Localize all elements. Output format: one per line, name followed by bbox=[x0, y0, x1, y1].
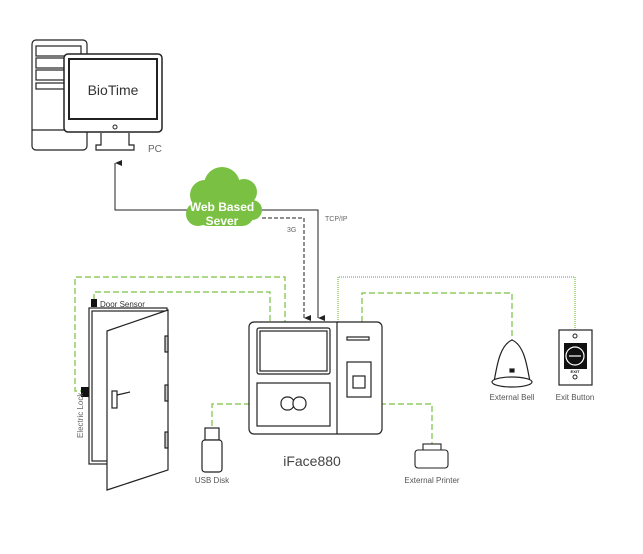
exit-button-icon bbox=[558, 329, 593, 386]
iface880-device-icon bbox=[248, 321, 383, 435]
3g-link-line bbox=[262, 217, 311, 321]
cloud-label-line2: Sever bbox=[206, 214, 239, 228]
3g-label: 3G bbox=[287, 227, 296, 234]
device-name: iFace880 bbox=[283, 453, 341, 469]
pc-link-line bbox=[114, 160, 190, 211]
external-bell-icon bbox=[491, 339, 533, 388]
exit-button-wire bbox=[337, 276, 576, 330]
external-printer-icon bbox=[414, 443, 449, 469]
door-sensor-icon bbox=[91, 299, 97, 307]
external-printer-label: External Printer bbox=[404, 476, 459, 485]
tcpip-link-line bbox=[262, 209, 325, 321]
door-sensor-wire bbox=[93, 291, 271, 322]
cloud-label-line1: Web Based bbox=[190, 200, 254, 214]
monitor-icon bbox=[63, 53, 163, 151]
usb-disk-icon bbox=[201, 427, 223, 473]
usb-disk-label: USB Disk bbox=[195, 476, 230, 485]
electric-lock-label: Electric Lock bbox=[76, 392, 85, 438]
pc-screen-text: BioTime bbox=[88, 82, 139, 98]
tcpip-label: TCP/IP bbox=[325, 216, 348, 223]
exit-button-label: Exit Button bbox=[556, 393, 595, 402]
door-sensor-label: Door Sensor bbox=[100, 300, 145, 309]
exit-button-text: EXIT bbox=[571, 369, 580, 374]
usb-wire bbox=[211, 403, 250, 428]
electric-lock-icon bbox=[81, 387, 89, 397]
door-icon bbox=[88, 307, 169, 491]
pc-label: PC bbox=[148, 144, 162, 155]
external-bell-label: External Bell bbox=[490, 393, 535, 402]
bell-wire bbox=[361, 292, 513, 340]
cloud-icon bbox=[186, 167, 262, 226]
printer-wire bbox=[380, 403, 433, 444]
